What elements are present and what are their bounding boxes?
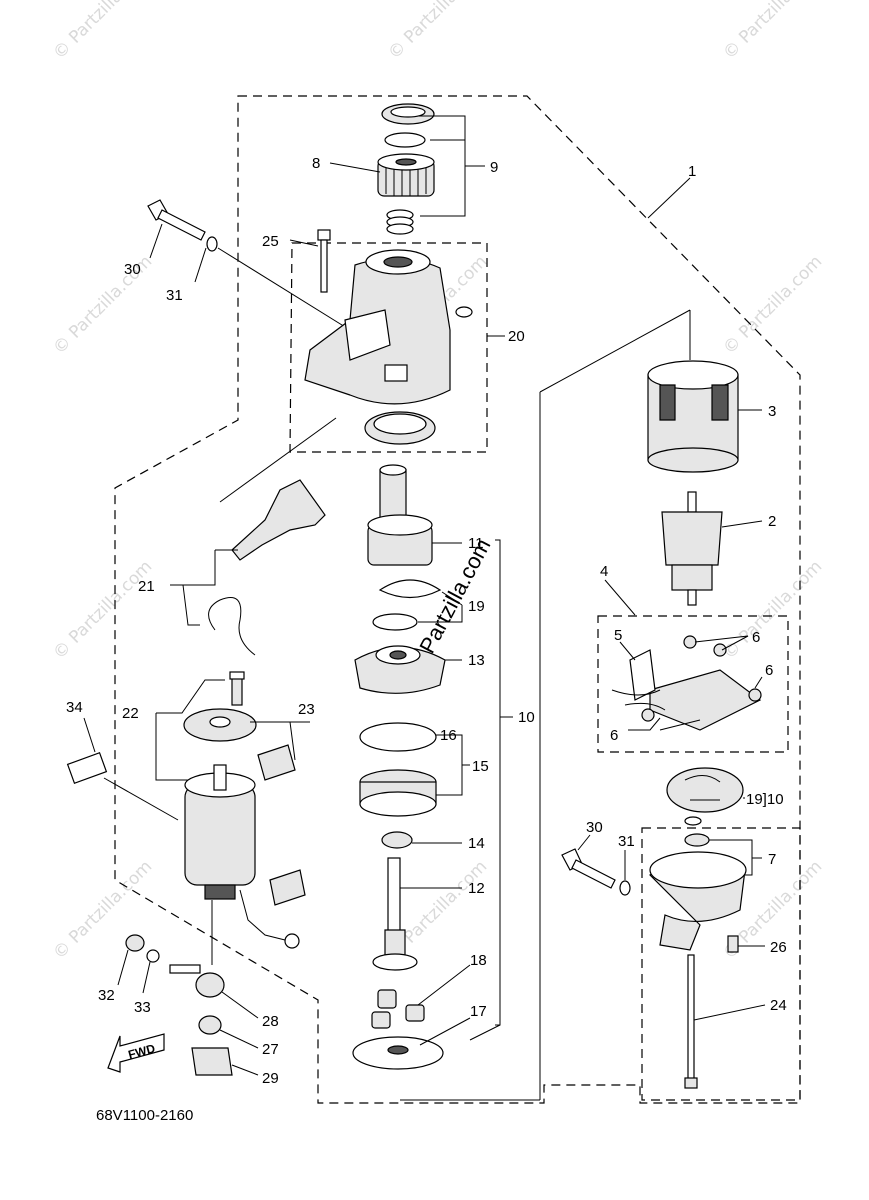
gasket-16 [359, 722, 437, 752]
assembly-boundary-7 [641, 827, 801, 1101]
circlip-19 [378, 579, 442, 599]
watermark: © Partzilla.com [49, 557, 156, 664]
yoke [647, 360, 739, 473]
callout-6: 6 [752, 629, 760, 646]
solenoid-body [184, 764, 256, 900]
callout-2: 2 [768, 513, 776, 530]
thrust-washer [372, 613, 418, 631]
callout-17: 17 [470, 1003, 487, 1020]
bolt-30 [147, 199, 206, 241]
callout-33: 33 [134, 999, 151, 1016]
rubber-grommet [257, 744, 296, 781]
washer-31-right [619, 880, 631, 896]
planet-gears [371, 989, 425, 1029]
callout-14: 14 [468, 835, 485, 852]
bracket-10-lower [400, 1024, 540, 1101]
callout-30: 30 [586, 819, 603, 836]
gear-housing [354, 645, 446, 694]
through-bolt [684, 954, 698, 1089]
callout-16: 16 [440, 727, 457, 744]
callout-34: 34 [66, 699, 83, 716]
watermark: © Partzilla.com [719, 0, 826, 64]
nut-32 [125, 934, 145, 952]
brush-holder [611, 635, 762, 731]
nut-27 [198, 1015, 222, 1035]
assembly-boundary-4 [597, 615, 789, 753]
clutch-assembly [367, 464, 433, 566]
bolt-30-right [561, 848, 616, 889]
callout-7: 7 [768, 851, 776, 868]
callout-32: 32 [98, 987, 115, 1004]
callout-8: 8 [312, 155, 320, 172]
callout-18: 18 [470, 952, 487, 969]
callout-3: 3 [768, 403, 776, 420]
callout-27: 27 [262, 1041, 279, 1058]
end-cover [649, 833, 747, 951]
callout-23: 23 [298, 701, 315, 718]
bolt-25 [317, 229, 331, 293]
callout-22: 22 [122, 705, 139, 722]
callout-24: 24 [770, 997, 787, 1014]
diagram-code: 68V1100-2160 [96, 1107, 193, 1124]
forward-direction-arrow: FWD [107, 1033, 165, 1073]
callout-9: 9 [490, 159, 498, 176]
callout-31: 31 [618, 833, 635, 850]
watermark: © Partzilla.com [719, 252, 826, 359]
planet-shaft [372, 857, 418, 971]
callout-10: 10 [518, 709, 535, 726]
callout-20: 20 [508, 328, 525, 345]
washer-33 [146, 949, 160, 963]
bracket-9 [418, 115, 485, 217]
brush-plate [666, 767, 744, 813]
callout-28: 28 [262, 1013, 279, 1030]
callout-30: 30 [124, 261, 141, 278]
callout-26: 26 [770, 939, 787, 956]
circlip [384, 132, 426, 148]
callout-13: 13 [468, 652, 485, 669]
callout-19: 19 [468, 598, 485, 615]
bracket-housing [304, 249, 473, 405]
solenoid-bolt [229, 671, 245, 706]
watermark: © Partzilla.com [49, 0, 156, 64]
callout-12: 12 [468, 880, 485, 897]
callout-1: 1 [688, 163, 696, 180]
fwd-label: FWD [127, 1041, 157, 1062]
bracket-bearing [364, 411, 436, 445]
callout-19-10: 19]10 [746, 791, 784, 808]
seal-ring-inner [390, 106, 426, 118]
assembly-boundary-1 [114, 95, 801, 1104]
cap-29 [191, 1047, 233, 1076]
shift-lever [208, 479, 326, 656]
watermark: © Partzilla.com [719, 557, 826, 664]
terminal-28 [169, 964, 225, 998]
callout-11: 11 [468, 535, 484, 552]
callout-15: 15 [472, 758, 489, 775]
watermark: © Partzilla.com [384, 0, 491, 64]
callout-29: 29 [262, 1070, 279, 1087]
solenoid-lead-wire [239, 869, 306, 949]
pinion-spring [386, 209, 414, 235]
bushing-14 [381, 831, 413, 849]
pinion-gear [377, 153, 435, 197]
watermark-layer: © Partzilla.com © Partzilla.com © Partzi… [49, 0, 826, 964]
callout-21: 21 [138, 578, 155, 595]
washer-31 [206, 236, 218, 252]
armature [661, 491, 723, 606]
callout-25: 25 [262, 233, 279, 250]
callout-5: 5 [614, 627, 622, 644]
screw-26 [727, 935, 739, 953]
bracket-10 [495, 309, 691, 1100]
callout-31: 31 [166, 287, 183, 304]
internal-gear [359, 769, 437, 817]
callout-6: 6 [610, 727, 618, 744]
label-34 [66, 752, 108, 784]
o-ring [684, 816, 702, 826]
callout-6: 6 [765, 662, 773, 679]
callout-4: 4 [600, 563, 608, 580]
